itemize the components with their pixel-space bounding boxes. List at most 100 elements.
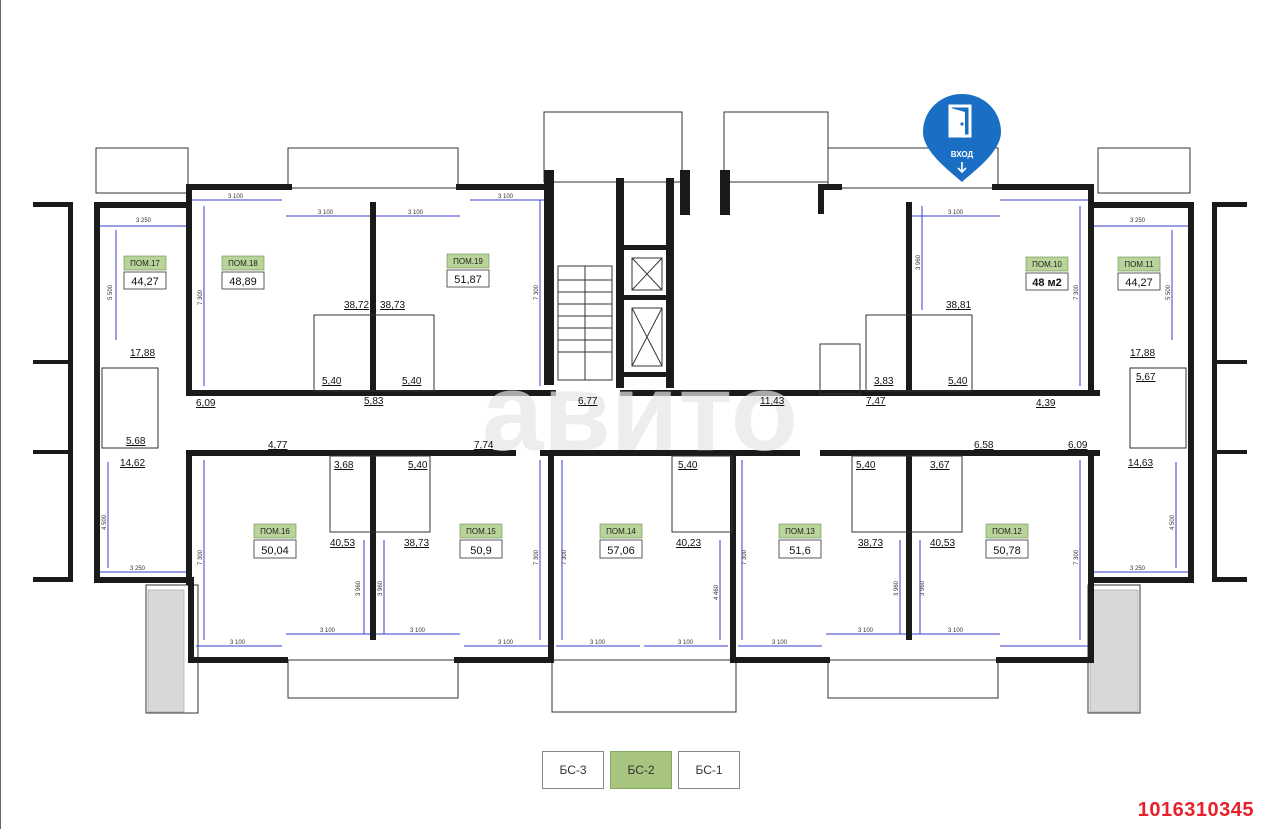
room-tag: ПОМ.16 xyxy=(260,527,290,536)
sub-area-label: 4,77 xyxy=(268,440,288,451)
listing-id: 1016310345 xyxy=(1137,799,1254,821)
dimension-label: 3 100 xyxy=(318,210,334,216)
room-18[interactable]: ПОМ.18 48,89 xyxy=(221,255,265,290)
sub-area-label: 5,40 xyxy=(678,460,698,471)
dimension-label: 4 500 xyxy=(102,514,108,530)
sub-area-label: 38,81 xyxy=(946,300,971,311)
room-area: 50,9 xyxy=(470,545,491,557)
dimension-label: 7 300 xyxy=(198,549,204,565)
dimension-label: 3 960 xyxy=(356,580,362,596)
watermark: авито xyxy=(482,351,798,474)
dimension-label: 7 300 xyxy=(742,549,748,565)
dimension-label: 7 300 xyxy=(534,549,540,565)
dimension-label: 3 100 xyxy=(408,210,424,216)
dimension-label: 4 500 xyxy=(1170,514,1176,530)
elevator-shafts xyxy=(631,257,663,367)
sub-area-label: 5,68 xyxy=(126,436,146,447)
sub-area-label: 5,83 xyxy=(364,396,384,407)
room-11[interactable]: ПОМ.11 44,27 xyxy=(1117,256,1161,291)
dimension-label: 3 960 xyxy=(916,254,922,270)
dimension-label: 7 300 xyxy=(1074,284,1080,300)
room-13[interactable]: ПОМ.13 51,6 xyxy=(778,523,822,559)
section-tab-bs2[interactable]: БС-2 xyxy=(610,751,672,789)
section-tab-bs1[interactable]: БС-1 xyxy=(678,751,740,789)
dimension-label: 7 300 xyxy=(1074,549,1080,565)
sub-area-label: 14,62 xyxy=(120,458,145,469)
sub-area-label: 7,74 xyxy=(474,440,494,451)
room-area: 50,78 xyxy=(993,545,1021,557)
dimension-label: 4 460 xyxy=(714,584,720,600)
room-tag: ПОМ.10 xyxy=(1032,260,1062,269)
dimension-label: 3 100 xyxy=(320,628,336,634)
dimension-label: 3 100 xyxy=(230,640,246,646)
sub-area-label: 6,09 xyxy=(196,398,216,409)
dimension-label: 3 250 xyxy=(130,566,146,572)
dimension-label: 3 100 xyxy=(410,628,426,634)
sub-area-label: 3,67 xyxy=(930,460,950,471)
room-12[interactable]: ПОМ.12 50,78 xyxy=(985,523,1029,559)
main-walls xyxy=(94,170,1194,663)
section-tab-bs3[interactable]: БС-3 xyxy=(542,751,604,789)
room-19[interactable]: ПОМ.19 51,87 xyxy=(446,253,490,288)
neighbor-section-right xyxy=(1212,202,1247,582)
room-tag: ПОМ.11 xyxy=(1124,260,1154,269)
stairwell xyxy=(557,265,613,381)
dimension-label: 3 100 xyxy=(678,640,694,646)
dimension-label: 3 100 xyxy=(858,628,874,634)
sub-area-label: 38,72 xyxy=(344,300,369,311)
sub-area-label: 40,53 xyxy=(930,538,955,549)
room-tag: ПОМ.14 xyxy=(606,527,636,536)
room-10[interactable]: ПОМ.10 48 м2 xyxy=(1025,256,1069,291)
dimension-label: 5 500 xyxy=(1166,284,1172,300)
sub-area-label: 11,43 xyxy=(760,396,785,407)
room-tag: ПОМ.15 xyxy=(466,527,496,536)
entrance-marker[interactable]: ВХОД xyxy=(921,92,1003,184)
dimension-lines xyxy=(100,199,1188,647)
sub-area-label: 17,88 xyxy=(130,348,155,359)
room-tag: ПОМ.12 xyxy=(992,527,1022,536)
room-area: 57,06 xyxy=(607,545,635,557)
sub-area-label: 3,83 xyxy=(874,376,894,387)
dimension-label: 3 250 xyxy=(1130,218,1146,224)
room-area: 51,87 xyxy=(454,274,482,286)
dimension-label: 3 960 xyxy=(378,580,384,596)
dimension-label: 3 960 xyxy=(894,580,900,596)
dimension-label: 7 300 xyxy=(534,284,540,300)
room-14[interactable]: ПОМ.14 57,06 xyxy=(599,523,643,559)
sub-area-label: 38,73 xyxy=(404,538,429,549)
entrance-label: ВХОД xyxy=(950,150,974,159)
room-16[interactable]: ПОМ.16 50,04 xyxy=(253,523,297,559)
room-area: 44,27 xyxy=(131,276,159,288)
dimension-label: 7 300 xyxy=(562,549,568,565)
sub-area-labels: 38,72 38,73 38,81 17,88 17,88 5,40 5,40 … xyxy=(120,300,1156,549)
sub-area-label: 3,68 xyxy=(334,460,354,471)
sub-area-label: 38,73 xyxy=(858,538,883,549)
sub-area-label: 38,73 xyxy=(380,300,405,311)
dimension-label: 3 100 xyxy=(498,640,514,646)
sub-area-label: 4,39 xyxy=(1036,398,1056,409)
room-area: 51,6 xyxy=(789,545,810,557)
sub-area-label: 14,63 xyxy=(1128,458,1153,469)
dimension-label: 3 100 xyxy=(948,210,964,216)
room-tags: ПОМ.17 44,27 ПОМ.18 48,89 ПОМ.19 51,87 П… xyxy=(123,253,1161,559)
dimension-label: 3 250 xyxy=(136,218,152,224)
sub-area-label: 17,88 xyxy=(1130,348,1155,359)
room-tag: ПОМ.13 xyxy=(785,527,815,536)
room-area: 48,89 xyxy=(229,276,257,288)
dimension-label: 3 100 xyxy=(228,194,244,200)
sub-area-label: 6,77 xyxy=(578,396,598,407)
sub-area-label: 5,40 xyxy=(408,460,428,471)
sub-area-label: 7,47 xyxy=(866,396,886,407)
room-15[interactable]: ПОМ.15 50,9 xyxy=(459,523,503,559)
page-left-border xyxy=(0,0,1,829)
room-tag: ПОМ.17 xyxy=(130,259,160,268)
room-17[interactable]: ПОМ.17 44,27 xyxy=(123,255,167,290)
bathrooms xyxy=(101,314,1187,533)
dimension-label: 7 300 xyxy=(198,289,204,305)
sub-area-label: 40,53 xyxy=(330,538,355,549)
sub-area-label: 5,40 xyxy=(856,460,876,471)
section-switcher: БС-3 БС-2 БС-1 xyxy=(542,751,740,789)
dimension-label: 3 100 xyxy=(772,640,788,646)
sub-area-label: 6,58 xyxy=(974,440,994,451)
sub-area-label: 5,40 xyxy=(402,376,422,387)
